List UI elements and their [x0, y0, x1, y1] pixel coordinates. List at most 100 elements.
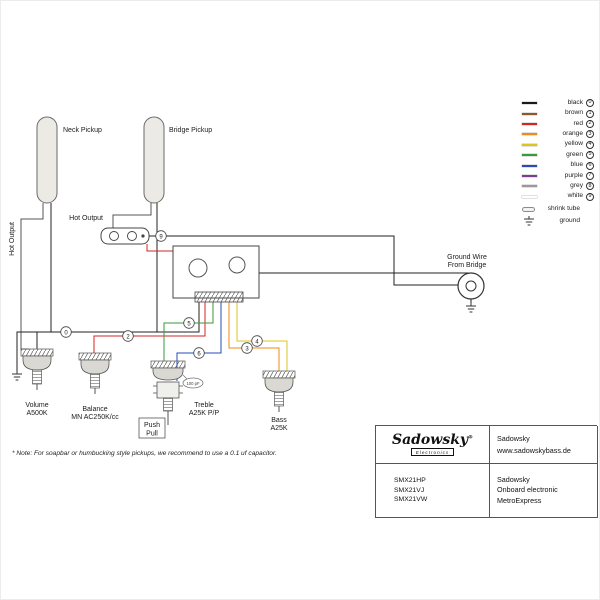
wire-number-badges: 9 0 2 5 6 3 4 — [60, 230, 263, 359]
ground-bus-wire — [16, 302, 200, 371]
color-swatch-green — [522, 154, 537, 157]
legend-label: blue — [570, 161, 583, 169]
logo-wordmark: Sadowsky® — [392, 433, 473, 447]
volume-pot — [11, 348, 54, 390]
legend-number: 8 — [586, 182, 594, 191]
volume-label-2: A500K — [26, 410, 47, 417]
bridge-hot-wire — [112, 203, 152, 228]
color-swatch-black — [522, 102, 537, 105]
svg-text:2: 2 — [126, 334, 130, 340]
svg-text:9: 9 — [159, 234, 163, 240]
ground-wire-label-2: From Bridge — [448, 262, 487, 269]
title-block: Sadowsky® Electronics Sadowsky www.sadow… — [375, 425, 598, 518]
treble-label-2: A25K P/P — [189, 410, 220, 417]
color-swatch-brown — [522, 112, 537, 115]
output-jack — [457, 272, 485, 313]
legend-label: white — [567, 192, 583, 200]
legend-number: 0 — [586, 99, 594, 108]
svg-text:0: 0 — [64, 330, 68, 336]
product-description: Sadowsky Onboard electronic MetroExpress — [490, 464, 598, 518]
jack-ground-symbol — [465, 302, 477, 313]
legend-label: ground — [559, 217, 580, 225]
ground-icon — [522, 215, 535, 226]
registered-mark: ® — [468, 434, 474, 441]
treble-label-1: Treble — [194, 402, 214, 409]
legend-label: red — [573, 119, 583, 127]
balance-label-1: Balance — [82, 406, 107, 413]
hot-output-mid-label: Hot Output — [69, 215, 103, 222]
legend-number: 2 — [586, 119, 594, 128]
legend-number: 5 — [586, 151, 594, 160]
svg-text:4: 4 — [255, 339, 259, 345]
brand-url: www.sadowskybass.de — [497, 446, 571, 455]
model-numbers: SMX21HP SMX21VJ SMX21VW — [376, 464, 490, 518]
color-swatch-orange — [522, 133, 537, 136]
push-label: Push — [144, 422, 160, 429]
footnote: * Note: For soapbar or humbucking style … — [12, 450, 277, 457]
legend-ground: ground — [522, 215, 594, 226]
bass-pot — [262, 370, 296, 412]
bridge-pickup-label: Bridge Pickup — [169, 127, 212, 134]
color-swatch-grey — [522, 185, 537, 188]
svg-text:3: 3 — [245, 346, 249, 352]
bass-label-2: A25K — [270, 425, 287, 432]
balance-red-wire — [93, 302, 206, 353]
output-hot-wire — [149, 235, 458, 286]
legend-number: 1 — [586, 109, 594, 118]
wire-badge: 3 — [241, 342, 253, 354]
brand-cell: Sadowsky www.sadowskybass.de — [490, 426, 598, 464]
wire-badge: 2 — [122, 330, 134, 342]
hot-output-left-label: Hot Output — [9, 222, 16, 256]
svg-text:5: 5 — [187, 321, 191, 327]
volume-ground-symbol — [11, 370, 23, 381]
board-hole-right — [228, 256, 246, 274]
board-red-wire — [146, 244, 173, 252]
pull-label: Pull — [146, 431, 158, 438]
color-swatch-yellow — [522, 143, 537, 146]
legend-number: 9 — [586, 192, 594, 201]
legend-label: shrink tube — [547, 204, 580, 212]
legend-label: purple — [564, 171, 583, 179]
legend-label: green — [566, 150, 583, 158]
connector-plug — [100, 227, 150, 245]
neck-hot-wire — [20, 203, 44, 350]
legend-number: 4 — [586, 140, 594, 149]
board-hole-left — [188, 258, 208, 278]
legend-label: black — [567, 98, 583, 106]
balance-pot — [78, 352, 112, 394]
legend-number: 7 — [586, 171, 594, 180]
legend-label: orange — [562, 130, 583, 138]
legend-label: brown — [565, 109, 583, 117]
wire-badge: 5 — [183, 317, 195, 329]
wire-badge: 6 — [193, 347, 205, 359]
balance-label-2: MN AC250K/cc — [71, 414, 119, 421]
bridge-pickup: Bridge Pickup — [143, 116, 212, 204]
brand-name: Sadowsky — [497, 434, 530, 443]
wire-badge: 0 — [60, 326, 72, 338]
volume-label-1: Volume — [25, 402, 48, 409]
sadowsky-logo: Sadowsky® Electronics — [376, 426, 490, 464]
color-swatch-purple — [522, 174, 537, 177]
color-swatch-blue — [522, 164, 537, 167]
push-pull-label-box: Push Pull — [138, 417, 166, 439]
shrink-tube-icon — [522, 206, 535, 212]
ground-wire-label-1: Ground Wire — [447, 254, 487, 261]
neck-pickup: Neck Pickup — [36, 116, 102, 204]
legend-number: 6 — [586, 161, 594, 170]
legend-label: yellow — [564, 140, 583, 148]
wire-badge: 9 — [155, 230, 167, 242]
treble-pot: 100 pF — [150, 360, 204, 425]
legend-number: 3 — [586, 130, 594, 139]
bass-label-1: Bass — [271, 417, 287, 424]
capacitor-label: 100 pF — [186, 381, 199, 386]
